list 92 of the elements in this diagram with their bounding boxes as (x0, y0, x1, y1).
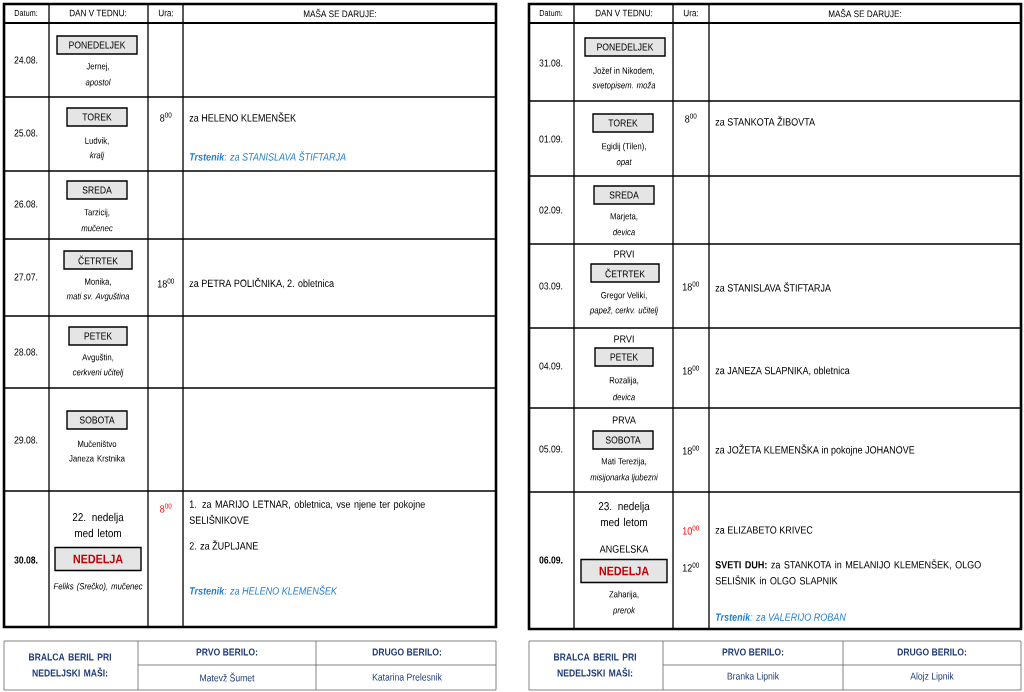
saint-name: Zaharija, (609, 590, 639, 600)
reader-name: Matevž Šumet (200, 672, 255, 682)
reader-heading: BRALCA BERIL PRI NEDELJSKI MAŠI: (554, 653, 636, 677)
reader-heading: DRUGO BERILO: (372, 648, 442, 656)
mass-time: 12$^{00}$ (682, 562, 700, 572)
date-text: 27.07. (14, 273, 38, 281)
reader-name: Alojz Lipnik (910, 672, 954, 682)
mass-intention: za PETRA POLIČNIKA, 2. obletnica (189, 277, 335, 289)
day-box: SOBOTA (66, 410, 128, 430)
column-header: MAŠA SE DARUJE: (828, 8, 901, 18)
mass-intention: za JOŽETA KLEMENŠKA in pokojne JOHANOVE (715, 444, 915, 456)
date-text: 26.08. (14, 200, 38, 208)
column-header: Datum: (539, 10, 563, 16)
day-box: ČETRTEK (63, 250, 133, 270)
saint-name: Mučeništvo Janeza Krstnika (69, 440, 125, 462)
day-box: SREDA (66, 180, 128, 200)
date-text: 05.09. (539, 445, 563, 453)
day-box: SREDA (593, 185, 655, 205)
saint-title: misijonarka ljubezni (590, 473, 658, 483)
mass-intention: 2. za ŽUPLJANE (189, 540, 258, 550)
saint-name: Ludvik, (85, 137, 109, 145)
mass-time: 10$^{00}$ (682, 525, 700, 535)
mass-intention: 1. za MARIJO LETNAR, obletnica, vse njene ter pokojne SELIŠNIKOVE (189, 500, 425, 524)
date-text: 24.08. (14, 56, 38, 64)
saint-name: Marjeta, (610, 212, 638, 222)
day-box: ČETRTEK (590, 263, 660, 283)
mass-time: 8$^{00}$ (160, 503, 172, 513)
saint-name: Egidij (Tilen), (602, 142, 646, 152)
saint-title: papež, cerkv. učitelj (589, 306, 659, 316)
saint-name: Monika, (85, 278, 111, 286)
week-title: 23. nedelja med letom (598, 501, 650, 527)
mass-intention: za ELIZABETO KRIVEC (715, 526, 813, 534)
date-text: 25.08. (14, 129, 38, 137)
date-text: 03.09. (539, 282, 563, 290)
day-box: SOBOTA (592, 430, 654, 450)
saint-title: svetopisem. moža (592, 81, 656, 91)
saint-title: devica (613, 393, 635, 401)
saint-name: Gregor Veliki, (601, 291, 647, 301)
mass-time: 18$^{00}$ (682, 445, 700, 455)
date-text: 01.09. (539, 135, 563, 143)
saint-title: Feliks (Srečko), mučenec (53, 582, 143, 592)
mass-time: 8$^{00}$ (685, 113, 697, 123)
saint-name: Jožef in Nikodem, (593, 67, 655, 75)
mass-intention: za HELENO KLEMENŠEK (189, 112, 296, 122)
reader-heading: DRUGO BERILO: (897, 648, 967, 656)
saint-title: prerok (612, 606, 636, 616)
column-header: MAŠA SE DARUJE: (303, 8, 376, 18)
saint-title: apostol (85, 78, 111, 88)
mass-time: 8$^{00}$ (160, 112, 172, 122)
mass-intention: Trstenik: za STANISLAVA ŠTIFTARJA (189, 151, 346, 161)
column-header: Ura: (683, 9, 698, 17)
date-text: 31.08. (539, 59, 563, 67)
day-box: PETEK (594, 347, 654, 367)
saint-name: Tarzicij, (84, 208, 110, 218)
saint-title: opat (616, 159, 632, 167)
reader-name: Branka Lipnik (727, 672, 780, 682)
day-box: NEDELJA (580, 558, 668, 584)
saint-title: devica (613, 228, 635, 236)
date-text: 28.08. (14, 348, 38, 356)
date-text: 30.08. (14, 556, 38, 564)
column-header: DAN V TEDNU: (69, 9, 127, 17)
mass-intention: Trstenik: za VALERIJO ROBAN (715, 613, 846, 621)
day-box: PETEK (68, 326, 128, 346)
date-text: 04.09. (539, 362, 563, 370)
date-text: 02.09. (539, 206, 563, 214)
day-box: TOREK (592, 113, 654, 133)
mass-intention: Trstenik: za HELENO KLEMENŠEK (189, 585, 338, 595)
reader-heading: PRVO BERILO: (196, 648, 258, 656)
column-header: Datum: (14, 10, 38, 16)
reader-heading: BRALCA BERIL PRI NEDELJSKI MAŠI: (29, 653, 111, 677)
saint-title: cerkveni učitelj (72, 368, 124, 378)
day-box: PONEDELJEK (584, 37, 666, 57)
mass-time: 18$^{00}$ (682, 281, 700, 291)
reader-name: Katarina Prelesnik (372, 673, 442, 681)
mass-time: 18$^{00}$ (157, 278, 175, 288)
saint-title: mati sv. Avguština (66, 292, 130, 302)
mass-intention: SVETI DUH: za STANKOTA in MELANIJO KLEMENŠEK, OLGO SELIŠNIK in OLGO SLAPNIK (715, 559, 981, 585)
day-box: TOREK (66, 107, 128, 127)
mass-time: 18$^{00}$ (682, 365, 700, 375)
column-header: DAN V TEDNU: (595, 9, 653, 17)
saint-title: kralj (90, 151, 105, 161)
column-header: Ura: (158, 9, 173, 17)
date-text: 29.08. (14, 436, 38, 444)
mass-intention: za STANISLAVA ŠTIFTARJA (715, 282, 831, 292)
date-text: 06.09. (539, 556, 563, 564)
saint-title: mučenec (81, 224, 113, 232)
mass-intention: za STANKOTA ŽIBOVTA (715, 116, 816, 126)
day-box: PONEDELJEK (56, 35, 138, 55)
saint-name: Rozalija, (609, 376, 639, 386)
mass-intention: za JANEZA SLAPNIKA, obletnica (715, 366, 850, 376)
day-box: NEDELJA (54, 546, 142, 572)
reader-heading: PRVO BERILO: (722, 648, 784, 656)
